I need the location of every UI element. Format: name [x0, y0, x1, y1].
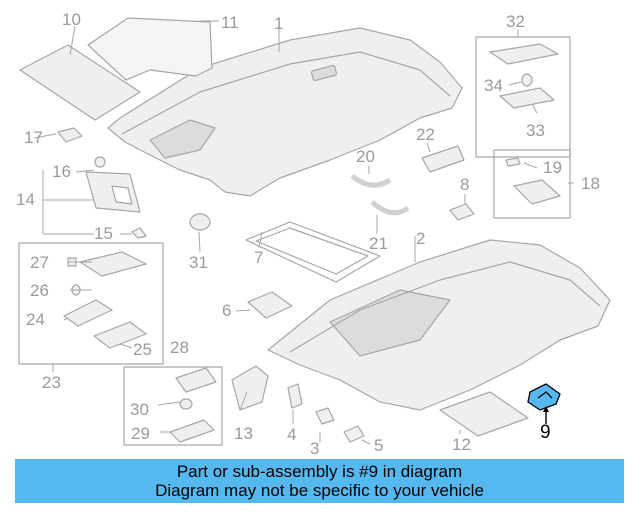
clip-3 [315, 407, 335, 425]
callout-33: 33 [526, 121, 545, 140]
sunroof-frame-7 [245, 221, 381, 283]
callout-31: 31 [189, 253, 208, 272]
group-box-32 [475, 36, 571, 158]
lens-33 [499, 87, 555, 109]
callout-30: 30 [130, 400, 149, 419]
callout-17: 17 [24, 128, 43, 147]
console-24 [63, 299, 113, 327]
lens-29 [169, 419, 215, 443]
callout-1: 1 [274, 14, 284, 33]
light-31 [189, 213, 211, 231]
group-box-18 [493, 149, 571, 219]
sunroof-frame-7-inner [255, 227, 369, 275]
switch-25 [93, 321, 147, 349]
callout-11: 11 [221, 13, 239, 32]
callout-15: 15 [94, 224, 113, 243]
headliner-upper-slot [310, 64, 338, 82]
caption-line-2: Diagram may not be specific to your vehi… [155, 481, 484, 500]
callout-16: 16 [52, 162, 71, 181]
callout-23: 23 [42, 373, 61, 392]
pad-12 [439, 391, 529, 437]
headliner-upper-edge [121, 51, 451, 135]
callout-10: 10 [62, 10, 81, 29]
callout-12: 12 [452, 435, 471, 454]
bulb-30 [179, 398, 193, 410]
lamp-32 [489, 43, 559, 65]
callout-6: 6 [222, 301, 232, 320]
callout-24: 24 [26, 310, 45, 329]
headliner-upper-visor-recess [149, 119, 216, 159]
group-box-23 [18, 242, 164, 365]
callout-13: 13 [234, 424, 253, 443]
callout-8: 8 [460, 175, 470, 194]
callout-27: 27 [30, 253, 49, 272]
sun-visor-mirror [111, 185, 133, 205]
visor-clip-16 [94, 156, 106, 168]
callout-21: 21 [369, 234, 388, 253]
callout-14: 14 [16, 190, 35, 209]
callout-20: 20 [356, 147, 375, 166]
callout-19: 19 [543, 158, 562, 177]
bracket-13 [231, 365, 269, 411]
console-top [79, 251, 147, 277]
callout-22: 22 [416, 125, 435, 144]
grab-handle-20 [350, 173, 392, 188]
callout-34: 34 [484, 76, 503, 95]
lamp-18 [513, 179, 561, 205]
headliner-lower [267, 239, 611, 411]
clip-4 [287, 383, 303, 409]
callout-29: 29 [131, 424, 150, 443]
pad-6 [247, 291, 293, 319]
group-box-28 [123, 366, 223, 446]
grab-handle-21 [370, 200, 410, 216]
callout-7: 7 [254, 248, 264, 267]
callout-3: 3 [310, 439, 320, 458]
hook-22 [421, 145, 465, 173]
callout-2: 2 [416, 229, 426, 248]
lamp-28 [175, 367, 217, 393]
clip-5 [343, 425, 365, 443]
pad-8 [449, 203, 475, 221]
headliner-lower-sunroof-opening [329, 289, 451, 357]
clip-17 [57, 127, 83, 143]
part-9-highlight [527, 383, 561, 424]
callout-4: 4 [287, 425, 297, 444]
callout-26: 26 [30, 281, 49, 300]
bulb-34 [521, 73, 533, 87]
bulb-19 [505, 157, 521, 167]
clip-15 [131, 227, 147, 239]
callout-5: 5 [374, 436, 384, 455]
caption-banner: Part or sub-assembly is #9 in diagram Di… [15, 459, 624, 503]
headliner-lower-edge [289, 261, 601, 353]
callout-25: 25 [133, 340, 152, 359]
headliner-upper [107, 27, 463, 197]
callout-18: 18 [581, 174, 600, 193]
callout-28: 28 [170, 338, 189, 357]
panel-11 [87, 17, 213, 81]
callout-9-highlighted: 9 [540, 422, 551, 443]
panel-10 [19, 44, 141, 121]
callout-32: 32 [506, 12, 525, 31]
caption-line-1: Part or sub-assembly is #9 in diagram [176, 462, 463, 481]
